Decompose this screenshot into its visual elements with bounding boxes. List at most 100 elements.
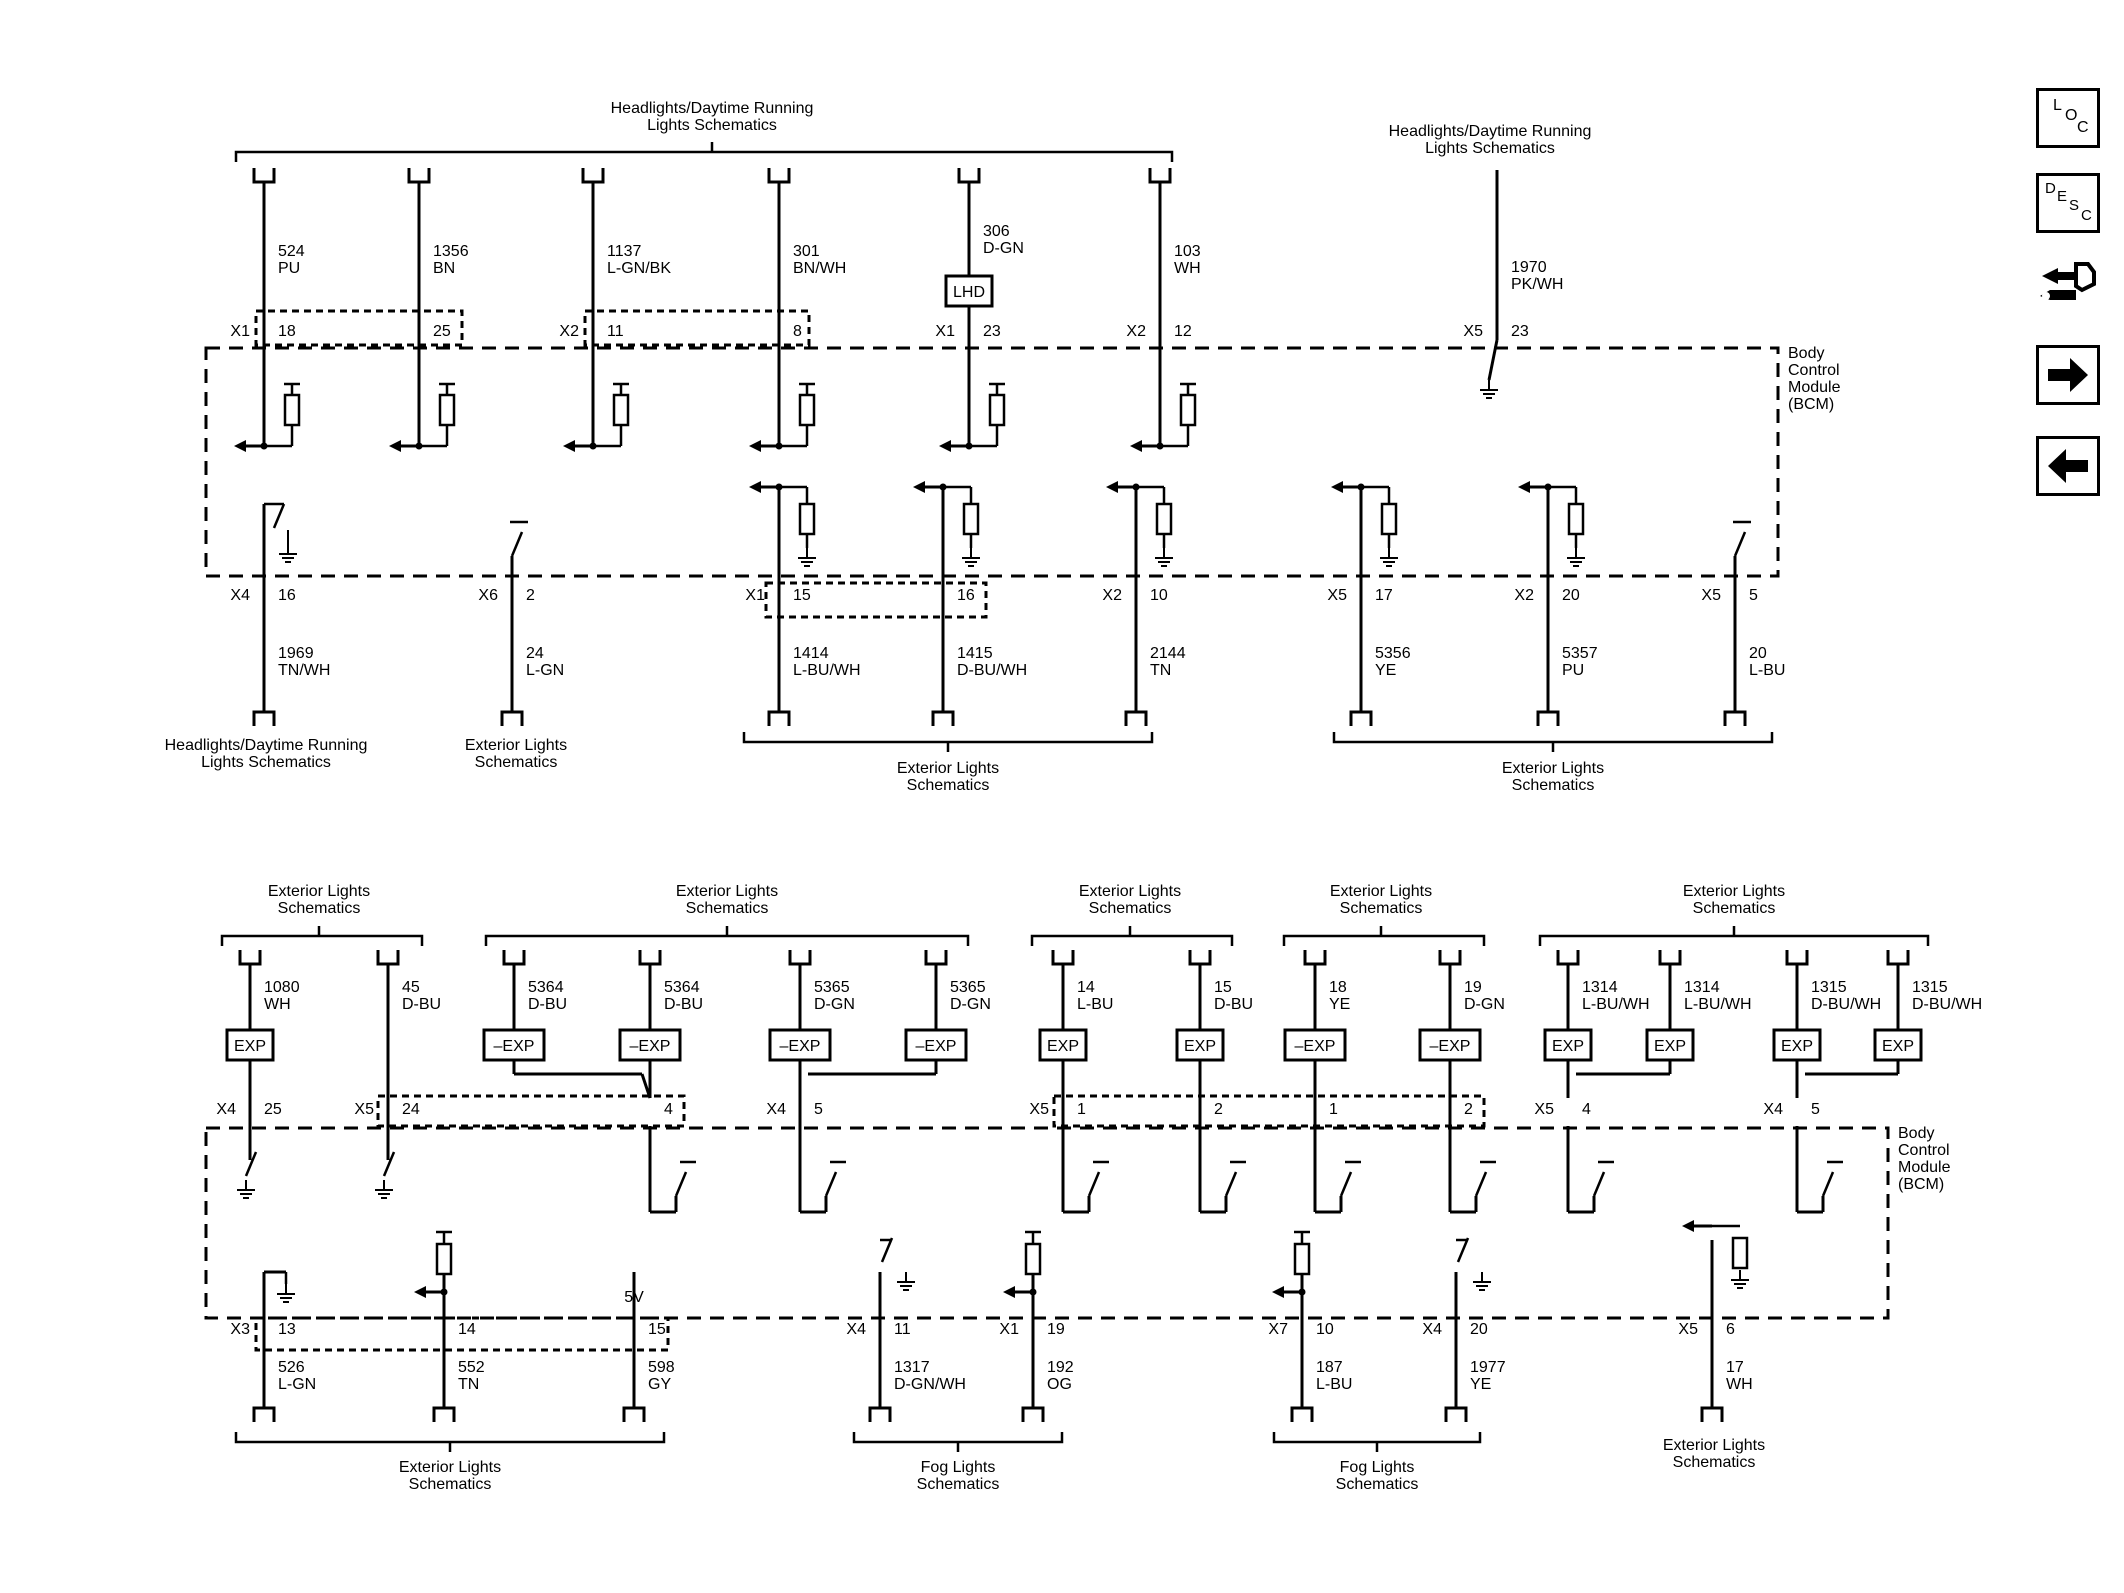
circuit-number: 1317 bbox=[894, 1359, 930, 1376]
connector-id: X1 bbox=[999, 1321, 1019, 1338]
wire-color: BN/WH bbox=[793, 260, 846, 277]
connector-tool-icon bbox=[2040, 262, 2096, 300]
connector-symbol bbox=[502, 950, 526, 966]
resistor-symbol bbox=[438, 393, 456, 427]
wire-color: OG bbox=[1047, 1376, 1072, 1393]
connector-symbol bbox=[788, 950, 812, 966]
destination-title: Schematics bbox=[1512, 777, 1595, 794]
pin-number: 20 bbox=[1470, 1321, 1488, 1338]
switch-symbol bbox=[1339, 1171, 1353, 1197]
wire-color: L-BU/WH bbox=[1582, 996, 1650, 1013]
circuit-number: 187 bbox=[1316, 1359, 1343, 1376]
group-title: Exterior Lights bbox=[268, 883, 370, 900]
next-page-button[interactable] bbox=[2036, 345, 2100, 405]
destination-title: Schematics bbox=[409, 1476, 492, 1493]
pin-number: 14 bbox=[458, 1321, 476, 1338]
connector-id: X5 bbox=[1701, 587, 1721, 604]
connector-id: X5 bbox=[1463, 323, 1483, 340]
connector-group bbox=[376, 1094, 686, 1128]
arrow-left-icon bbox=[1518, 481, 1530, 493]
bcm-label: Module bbox=[1898, 1159, 1951, 1176]
wire-color: TN bbox=[1150, 662, 1171, 679]
connector-symbol bbox=[767, 168, 791, 184]
connector-id: X4 bbox=[216, 1101, 236, 1118]
pin-number: 2 bbox=[526, 587, 535, 604]
circuit-number: 1315 bbox=[1811, 979, 1847, 996]
pin-number: 10 bbox=[1150, 587, 1168, 604]
arrow-left-icon bbox=[2048, 449, 2088, 483]
pin-number: 16 bbox=[278, 587, 296, 604]
connector-id: X4 bbox=[1763, 1101, 1783, 1118]
switch-symbol bbox=[1087, 1171, 1101, 1197]
wire-color: L-GN bbox=[526, 662, 564, 679]
circuit-number: 192 bbox=[1047, 1359, 1074, 1376]
circuit-number: 1415 bbox=[957, 645, 993, 662]
arrow-left-icon bbox=[563, 440, 575, 452]
wire-color: D-BU/WH bbox=[1912, 996, 1982, 1013]
destination-title: Schematics bbox=[907, 777, 990, 794]
group-bracket-dest bbox=[852, 1432, 1064, 1452]
wire-color: L-BU bbox=[1316, 1376, 1352, 1393]
connector-id: X5 bbox=[1029, 1101, 1049, 1118]
resistor-symbol bbox=[798, 502, 816, 536]
group-title: Schematics bbox=[278, 900, 361, 917]
circuit-number: 526 bbox=[278, 1359, 305, 1376]
destination-title: Lights Schematics bbox=[201, 754, 331, 771]
connector-symbol bbox=[238, 950, 262, 966]
circuit-number: 1356 bbox=[433, 243, 469, 260]
wire-color: YE bbox=[1375, 662, 1396, 679]
wire-color: PU bbox=[1562, 662, 1584, 679]
pin-number: 10 bbox=[1316, 1321, 1334, 1338]
connector-group bbox=[254, 309, 464, 347]
pin-number: 19 bbox=[1047, 1321, 1065, 1338]
wire-color: TN bbox=[458, 1376, 479, 1393]
exp-option-box-label: EXP bbox=[1882, 1038, 1914, 1055]
previous-page-button[interactable] bbox=[2036, 436, 2100, 496]
bcm-label: Body bbox=[1788, 345, 1824, 362]
circuit-number: 5364 bbox=[664, 979, 700, 996]
connector-symbol bbox=[1021, 1406, 1045, 1422]
wire-color: L-BU/WH bbox=[1684, 996, 1752, 1013]
destination-title: Schematics bbox=[475, 754, 558, 771]
exp-option-box-label: EXP bbox=[1184, 1038, 1216, 1055]
connector-symbol bbox=[1785, 950, 1809, 966]
connector-symbol bbox=[252, 1406, 276, 1422]
loc-c: C bbox=[2077, 119, 2089, 136]
connector-symbol bbox=[376, 950, 400, 966]
switch-symbol bbox=[244, 1151, 258, 1177]
circuit-number: 306 bbox=[983, 223, 1010, 240]
group-bracket-top bbox=[1538, 926, 1930, 946]
wire-color: D-BU bbox=[664, 996, 703, 1013]
pin-number: 5 bbox=[1811, 1101, 1820, 1118]
pin-number: 1 bbox=[1077, 1101, 1086, 1118]
pin-number: 18 bbox=[278, 323, 296, 340]
group-title: Schematics bbox=[1340, 900, 1423, 917]
switch-symbol bbox=[272, 503, 286, 529]
switch-symbol bbox=[1821, 1171, 1835, 1197]
resistor-symbol bbox=[1731, 1236, 1749, 1270]
circuit-number: 103 bbox=[1174, 243, 1201, 260]
circuit-number: 1414 bbox=[793, 645, 829, 662]
wire-color: L-BU bbox=[1749, 662, 1785, 679]
switch-symbol bbox=[674, 1171, 688, 1197]
desc-button[interactable]: D E S C bbox=[2036, 173, 2100, 233]
switch-symbol bbox=[880, 1237, 894, 1263]
circuit-number: 20 bbox=[1749, 645, 1767, 662]
resistor-symbol bbox=[283, 393, 301, 427]
destination-title: Schematics bbox=[917, 1476, 1000, 1493]
connector-symbol bbox=[767, 710, 791, 726]
connector-end-view-button[interactable] bbox=[2036, 252, 2100, 312]
exp-option-box-label: EXP bbox=[1552, 1038, 1584, 1055]
wire-color: BN bbox=[433, 260, 455, 277]
switch-symbol bbox=[1592, 1171, 1606, 1197]
arrow-left-icon bbox=[913, 481, 925, 493]
pin-number: 4 bbox=[1582, 1101, 1591, 1118]
connector-id: X7 bbox=[1268, 1321, 1288, 1338]
wire-color: YE bbox=[1329, 996, 1350, 1013]
circuit-number: 5365 bbox=[814, 979, 850, 996]
loc-button[interactable]: L O C bbox=[2036, 88, 2100, 148]
connector-id: X4 bbox=[1422, 1321, 1442, 1338]
wire-color: D-GN bbox=[814, 996, 855, 1013]
connector-id: X3 bbox=[230, 1321, 250, 1338]
group-title: Schematics bbox=[1089, 900, 1172, 917]
